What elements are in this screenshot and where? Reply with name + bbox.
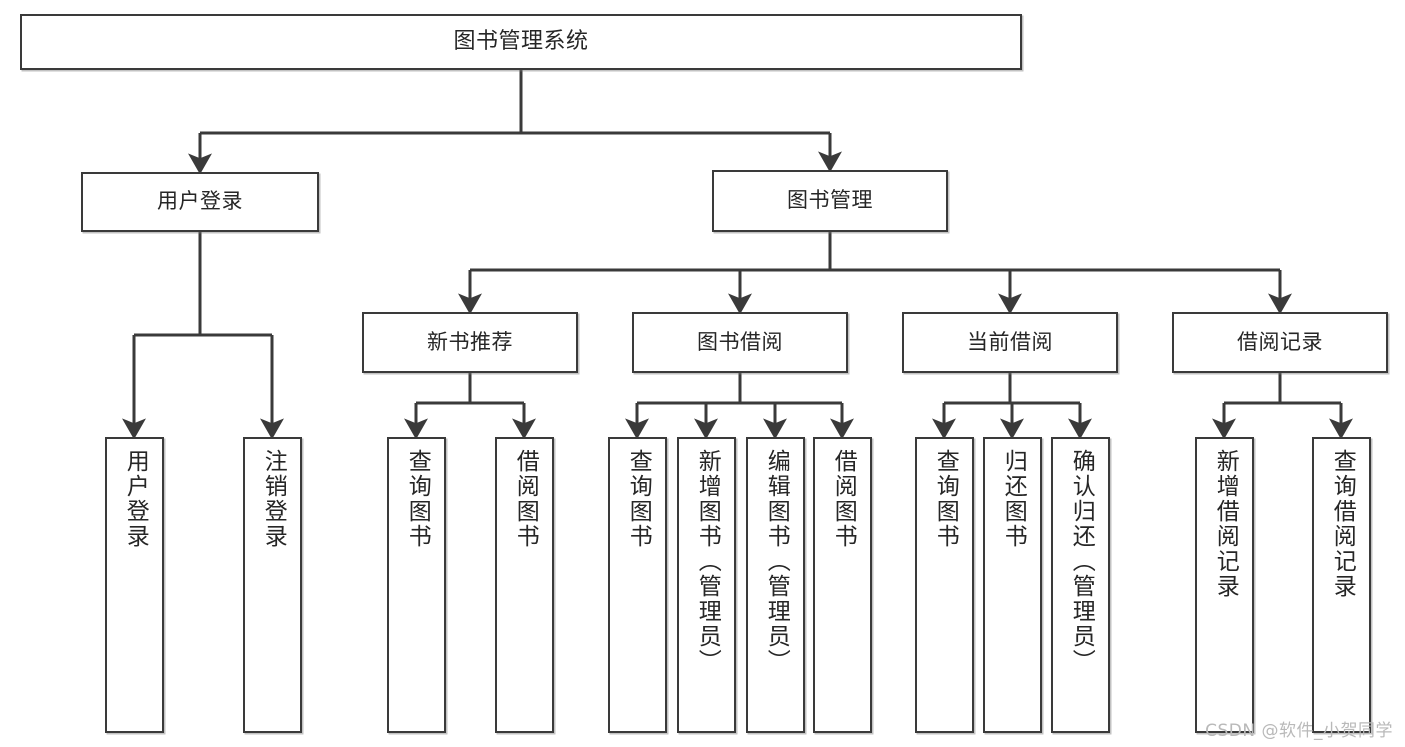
node-label: 图书借阅	[697, 329, 783, 354]
node-label: 借阅图书	[830, 449, 857, 549]
node-label: 归还图书	[1000, 449, 1027, 549]
leaf-current-borrow-query[interactable]: 查询图书	[915, 437, 974, 733]
node-label: 查询图书	[932, 449, 959, 549]
leaf-user-login-signin[interactable]: 用户登录	[105, 437, 164, 733]
leaf-borrow-record-query[interactable]: 查询借阅记录	[1312, 437, 1371, 733]
node-user-login[interactable]: 用户登录	[81, 172, 319, 232]
node-label: 新增借阅记录	[1212, 449, 1239, 599]
node-borrow-record[interactable]: 借阅记录	[1172, 312, 1388, 373]
node-new-book-recommend[interactable]: 新书推荐	[362, 312, 578, 373]
node-label: 新增图书（管理员）	[694, 449, 721, 674]
node-label: 编辑图书（管理员）	[763, 449, 790, 674]
node-root-system[interactable]: 图书管理系统	[20, 14, 1022, 70]
leaf-current-borrow-return[interactable]: 归还图书	[983, 437, 1042, 733]
leaf-book-borrow-lend[interactable]: 借阅图书	[813, 437, 872, 733]
node-label: 查询借阅记录	[1329, 449, 1356, 599]
node-label: 确认归还（管理员）	[1068, 449, 1095, 674]
node-book-management[interactable]: 图书管理	[712, 170, 948, 232]
leaf-borrow-record-add[interactable]: 新增借阅记录	[1195, 437, 1254, 733]
node-label: 查询图书	[404, 449, 431, 549]
node-label: 查询图书	[625, 449, 652, 549]
node-label: 用户登录	[122, 449, 149, 549]
node-label: 新书推荐	[427, 329, 513, 354]
node-label: 当前借阅	[967, 329, 1053, 354]
leaf-book-borrow-query[interactable]: 查询图书	[608, 437, 667, 733]
leaf-new-book-borrow[interactable]: 借阅图书	[495, 437, 554, 733]
node-label: 注销登录	[260, 449, 287, 549]
node-label: 用户登录	[157, 189, 243, 214]
node-current-borrow[interactable]: 当前借阅	[902, 312, 1118, 373]
leaf-current-borrow-confirm-return[interactable]: 确认归还（管理员）	[1051, 437, 1110, 733]
node-label: 借阅记录	[1237, 329, 1323, 354]
node-book-borrow[interactable]: 图书借阅	[632, 312, 848, 373]
leaf-new-book-query[interactable]: 查询图书	[387, 437, 446, 733]
leaf-book-borrow-edit[interactable]: 编辑图书（管理员）	[746, 437, 805, 733]
leaf-book-borrow-add[interactable]: 新增图书（管理员）	[677, 437, 736, 733]
node-label: 图书管理	[787, 188, 873, 213]
leaf-user-login-signout[interactable]: 注销登录	[243, 437, 302, 733]
node-label: 图书管理系统	[453, 28, 589, 54]
node-label: 借阅图书	[512, 449, 539, 549]
csdn-watermark: CSDN @软件_小贺同学	[1205, 721, 1393, 741]
